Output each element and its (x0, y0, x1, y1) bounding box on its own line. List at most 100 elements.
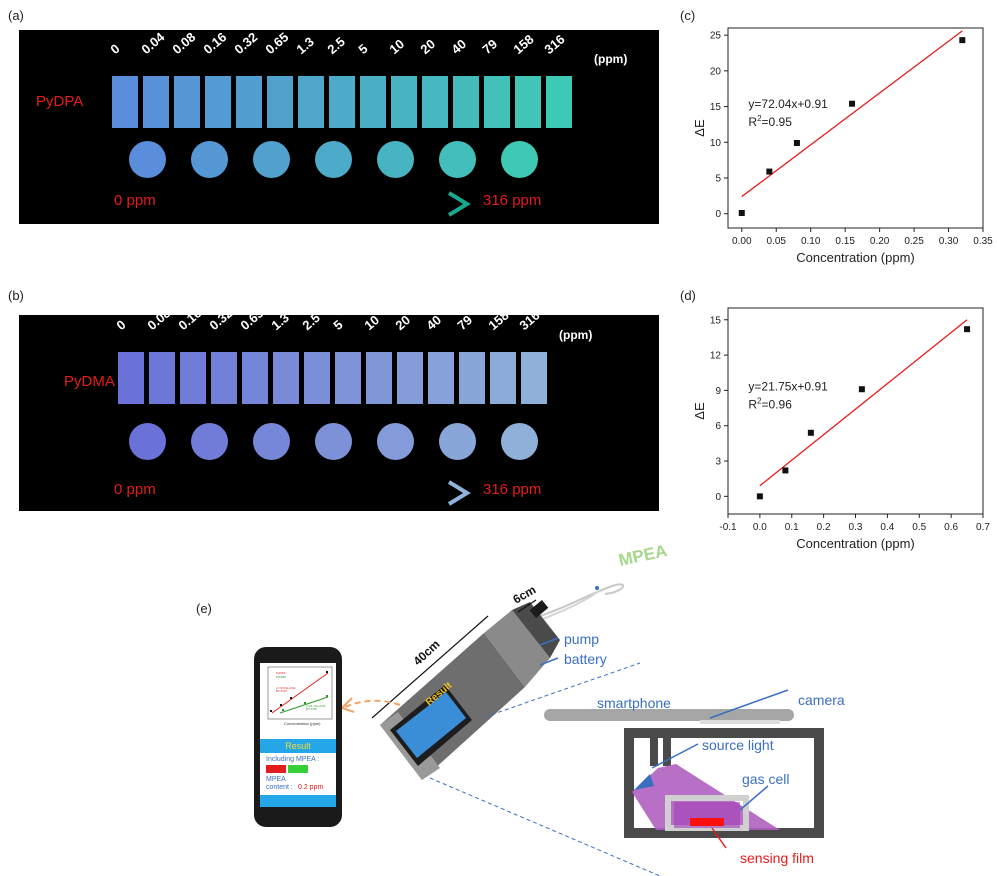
device-illustration: Result 40cm 6cm MPEA pump battery smartp… (340, 541, 845, 876)
data-point (782, 467, 789, 474)
x-tick-label: 0.0 (753, 522, 767, 533)
pump-arrow (539, 637, 559, 646)
phone-r-2: R²=0.96 (306, 707, 317, 711)
sensing-spot (191, 141, 228, 178)
camera-arrow (709, 689, 789, 719)
y-tick-label: 6 (715, 421, 721, 432)
sensing-spot (253, 423, 290, 460)
concentration-label: 0.16 (175, 305, 205, 333)
test-strip (546, 76, 572, 128)
pump-label: pump (564, 631, 599, 647)
phone-legend-2: PyDMA (276, 675, 286, 679)
concentration-label: 0.65 (237, 305, 267, 333)
concentration-label: 0 (113, 316, 129, 333)
start-concentration-label: 0 ppm (114, 481, 156, 498)
test-strip (428, 352, 454, 404)
data-point (738, 210, 745, 216)
test-strip (149, 352, 175, 404)
test-strip (490, 352, 516, 404)
x-tick-label: -0.1 (719, 522, 737, 533)
y-tick-label: 15 (710, 102, 722, 113)
panel-label-a: (a) (8, 8, 24, 23)
phone-screen: PyDPA PyDMA y=72.04x+0.91 R²=0.95 y=21.7… (260, 663, 336, 807)
phone-xlabel: Concentration (ppm) (284, 721, 321, 726)
sensing-spot (315, 141, 352, 178)
concentration-label: 0.16 (200, 29, 230, 57)
data-point (964, 326, 971, 333)
sensing-spot (501, 141, 538, 178)
concentration-label: 79 (454, 312, 476, 333)
y-tick-label: 0 (715, 209, 721, 220)
x-tick-label: 0.10 (801, 236, 821, 247)
data-transfer-arrow (342, 699, 401, 709)
fit-equation: y=21.75x+0.91 (748, 379, 828, 393)
ppm-unit-label: (ppm) (559, 328, 593, 342)
r-squared-label: R2=0.95 (748, 114, 792, 129)
sensing-film-label: sensing film (740, 850, 814, 866)
phone-mini-chart: PyDPA PyDMA y=72.04x+0.91 R²=0.95 y=21.7… (267, 666, 333, 726)
end-concentration-label: 316 ppm (483, 192, 542, 209)
phone-nav-bar (260, 795, 336, 807)
concentration-label: 0.04 (138, 29, 168, 57)
x-tick-label: 0.25 (904, 236, 924, 247)
sensing-spot (191, 423, 228, 460)
y-tick-label: 20 (710, 66, 722, 77)
panel-label-d: (d) (680, 288, 696, 303)
sensing-spot (377, 141, 414, 178)
data-point (756, 493, 763, 500)
plot-frame (727, 27, 984, 229)
y-tick-label: 3 (715, 457, 721, 468)
gas-cell-arrow (739, 785, 769, 811)
detector-cross-section (544, 709, 824, 838)
sensing-film-arrow (711, 827, 727, 849)
test-strip (236, 76, 262, 128)
gradient-arrow (189, 191, 471, 217)
data-transfer-arrowhead (340, 697, 355, 713)
battery-label: battery (564, 651, 607, 667)
concentration-label: 158 (510, 31, 537, 57)
sensing-spot (129, 141, 166, 178)
pydpa-label: PyDPA (36, 93, 84, 110)
concentration-label: 316 (516, 307, 543, 333)
x-tick-label: 0.4 (880, 522, 894, 533)
test-strip (453, 76, 479, 128)
smartphone: PyDPA PyDMA y=72.04x+0.91 R²=0.95 y=21.7… (254, 647, 342, 827)
data-point (793, 140, 800, 146)
test-strip (329, 76, 355, 128)
fit-line (741, 30, 963, 198)
x-tick-label: 0.2 (817, 522, 831, 533)
test-strip (205, 76, 231, 128)
concentration-label: 316 (541, 31, 568, 57)
concentration-label: 2.5 (299, 309, 323, 333)
concentration-label: 0.08 (169, 29, 199, 57)
data-point (849, 100, 856, 107)
concentration-label: 1.3 (293, 33, 317, 57)
phone-r-1: R²=0.95 (276, 689, 287, 693)
concentration-label: 0.08 (144, 305, 174, 333)
x-tick-label: 0.7 (976, 522, 990, 533)
sensing-spot (439, 141, 476, 178)
r-squared-label: R2=0.96 (748, 396, 792, 411)
source-light-arrow (651, 743, 699, 769)
test-strip (267, 76, 293, 128)
gas-label: MPEA (617, 541, 669, 570)
phone-status-green (288, 765, 308, 773)
y-tick-label: 10 (710, 138, 722, 149)
x-tick-label: 0.35 (973, 236, 993, 247)
phone-eq-2: y=21.75x+0.91 (306, 704, 326, 708)
concentration-label: 158 (485, 307, 512, 333)
x-tick-label: 0.05 (767, 236, 787, 247)
y-tick-label: 5 (715, 174, 721, 185)
concentration-label: 40 (423, 312, 445, 333)
sensing-spot (439, 423, 476, 460)
phone-including-label: Including MPEA : (266, 756, 320, 763)
x-tick-label: 0.3 (849, 522, 863, 533)
source-light-label: source light (702, 737, 774, 753)
data-point (807, 429, 814, 436)
concentration-label: 20 (392, 312, 414, 333)
test-strip (112, 76, 138, 128)
ppm-unit-label: (ppm) (594, 52, 628, 66)
